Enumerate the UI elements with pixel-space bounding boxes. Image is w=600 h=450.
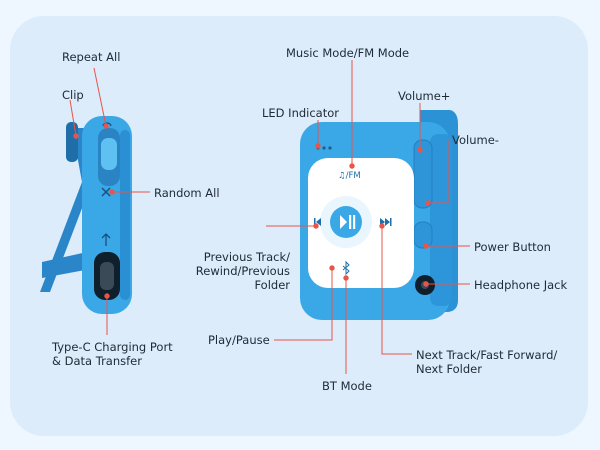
side-view-device xyxy=(40,116,132,314)
clip-hinge xyxy=(66,122,78,162)
label-random-all: Random All xyxy=(154,186,220,200)
label-previous-track: Previous Track/ Rewind/Previous Folder xyxy=(195,250,290,292)
volume-rocker xyxy=(413,139,433,209)
label-led-indicator: LED Indicator xyxy=(262,106,340,120)
label-repeat-all: Repeat All xyxy=(62,50,121,64)
previous-icon xyxy=(314,218,321,226)
front-view-device xyxy=(300,110,458,320)
label-volume-plus: Volume+ xyxy=(398,89,451,103)
front-side-edge xyxy=(430,134,452,306)
label-type-c: Type-C Charging Port & Data Transfer xyxy=(52,340,173,368)
shuffle-icon xyxy=(101,187,111,197)
usb-icon xyxy=(101,233,111,246)
power-button xyxy=(413,221,433,249)
label-play-pause: Play/Pause xyxy=(208,333,270,347)
label-headphone-jack: Headphone Jack xyxy=(474,278,568,292)
mode-switch-knob xyxy=(101,138,117,170)
label-bt-mode: BT Mode xyxy=(322,379,372,393)
bluetooth-icon xyxy=(342,260,350,276)
label-volume-minus: Volume- xyxy=(452,133,499,147)
play-pause-icon xyxy=(340,215,356,229)
side-edge xyxy=(120,130,130,300)
type-c-port-inner xyxy=(100,262,114,290)
label-power-button: Power Button xyxy=(474,240,551,254)
mode-text: ♫/FM xyxy=(338,171,361,181)
label-next-track: Next Track/Fast Forward/ Next Folder xyxy=(416,348,558,376)
label-clip: Clip xyxy=(62,88,84,102)
repeat-icon xyxy=(102,122,112,127)
leader-lines xyxy=(69,60,470,374)
label-music-mode: Music Mode/FM Mode xyxy=(286,46,410,60)
